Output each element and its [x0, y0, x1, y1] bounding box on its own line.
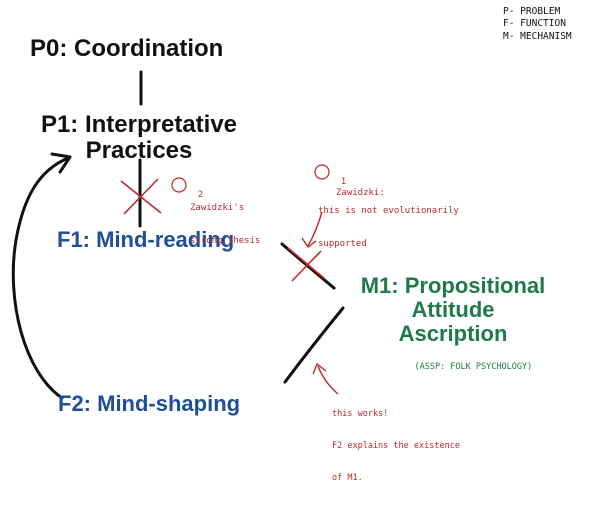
node-p1-label-line1: P1: Interpretative [40, 111, 238, 138]
node-f1-mind-reading: F1: Mind-reading [57, 228, 234, 252]
annotation-this-works-line1: this works! [332, 409, 389, 420]
legend: P- PROBLEM F- FUNCTION M- MECHANISM [503, 6, 572, 43]
connectors [11, 70, 345, 400]
annotation-note1-line1: Zawidzki: [336, 187, 385, 198]
annotation-this-works-line3: of M1. [332, 473, 363, 483]
node-p1-interpretative-practices: P1: Interpretative Practices [28, 112, 250, 164]
cross-f1-m1 [287, 247, 326, 282]
annotation-note2-line1: Zawidzki's [190, 202, 245, 213]
pointer-note1 [307, 211, 323, 247]
legend-problem: P- PROBLEM [503, 6, 561, 17]
node-m1-label-line3: Ascription [398, 320, 508, 346]
arrow-f2-p1 [11, 156, 70, 400]
annotation-note2: Zawidzki's strong thesis [190, 180, 260, 270]
node-f2-mind-shaping: F2: Mind-shaping [58, 392, 240, 416]
node-f1-label: F1: Mind-reading [57, 227, 235, 252]
note2-circle [171, 177, 187, 193]
annotation-note1: Zawidzki: [336, 165, 385, 221]
pointer-works [317, 365, 339, 395]
line-f2-m1 [283, 306, 345, 384]
node-m1-label-line2: Attitude [411, 296, 495, 322]
annotation-note1-line2: this is not evolutionarily [318, 205, 459, 216]
note1-circle [314, 164, 330, 180]
annotation-note1-body: this is not evolutionarily supported [318, 183, 459, 273]
annotation-this-works-line2: F2 explains the existence [332, 441, 460, 452]
node-m1-note-text: (ASSP: FOLK PSYCHOLOGY) [414, 361, 533, 372]
node-p0-coordination: P0: Coordination [30, 36, 223, 62]
annotation-note2-number: 2 [197, 190, 204, 201]
node-m1-label-line1: M1: Propositional [360, 273, 546, 298]
annotation-note2-line2: strong thesis [190, 236, 261, 247]
pointer-note1-head [301, 237, 317, 249]
annotation-note1-line3: supported [318, 239, 367, 250]
node-p0-label: P0: Coordination [30, 35, 224, 62]
node-m1-propositional-attitude-ascription: M1: Propositional Attitude Ascription [340, 274, 566, 345]
diagram-canvas: P- PROBLEM F- FUNCTION M- MECHANISM P0: … [11, 6, 572, 483]
node-p1-label-line2: Practices [85, 136, 193, 164]
node-m1-note: (ASSP: FOLK PSYCHOLOGY) [394, 351, 532, 383]
legend-function: F- FUNCTION [503, 18, 566, 30]
legend-mechanism: M- MECHANISM [503, 30, 572, 42]
cross-p1-f1 [120, 178, 162, 215]
arrowhead-f2-p1 [50, 152, 72, 174]
annotation-note1-number: 1 [340, 177, 347, 188]
pointer-works-head [312, 362, 327, 375]
line-f1-m1 [280, 242, 336, 290]
annotation-this-works: this works! F2 explains the existence of… [332, 388, 460, 505]
node-f2-label: F2: Mind-shaping [58, 391, 241, 416]
